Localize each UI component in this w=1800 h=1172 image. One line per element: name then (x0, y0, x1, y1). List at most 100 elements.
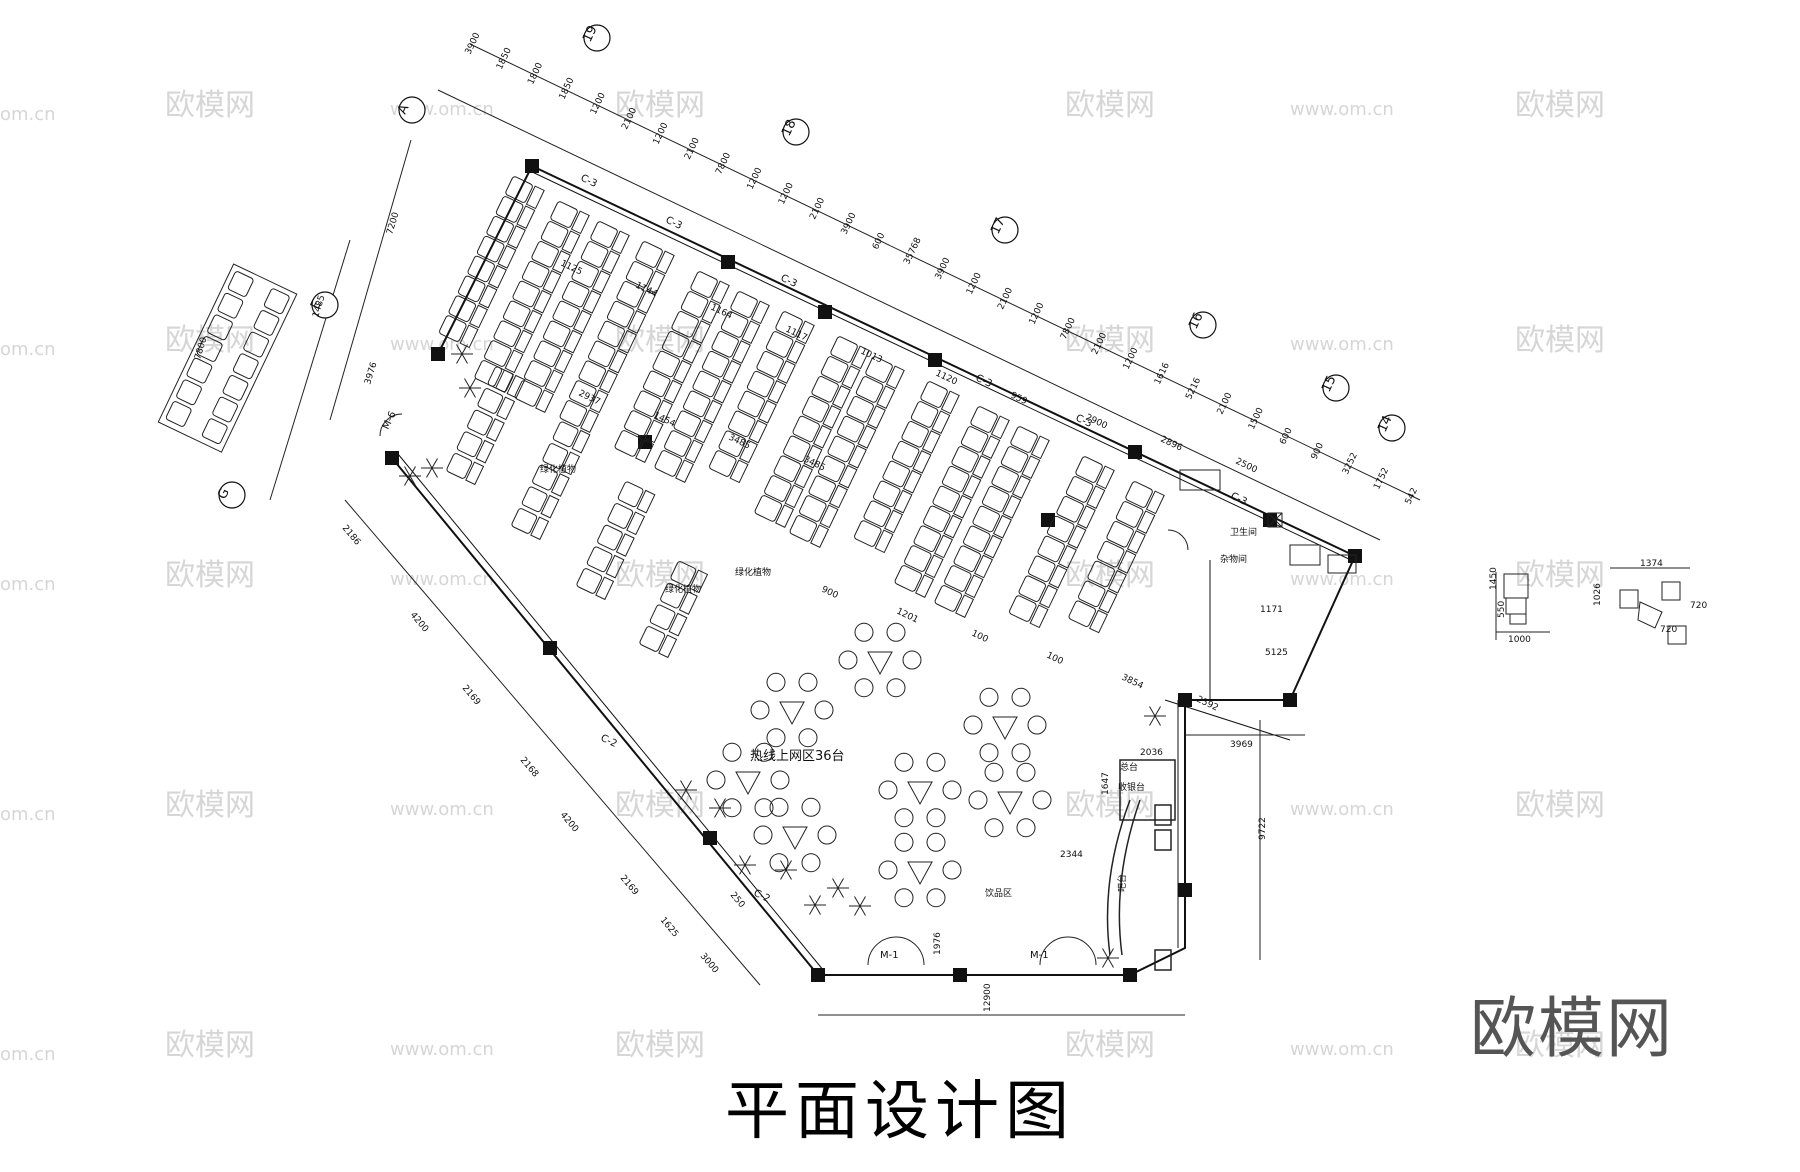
desk-segment (924, 554, 944, 579)
pod-chair (942, 780, 962, 800)
plant-leaf (785, 869, 792, 880)
interior-dimension: 3485 (802, 455, 827, 474)
watermark-text: www.om.cn (1290, 1039, 1394, 1060)
office-chair (561, 280, 590, 308)
office-chair (569, 380, 597, 407)
grid-bubble-label: 17 (988, 215, 1009, 236)
desk-segment (1117, 550, 1137, 574)
watermark-text: 欧模网 (615, 88, 705, 123)
desk-segment (535, 389, 555, 414)
pod-chair (838, 650, 858, 670)
office-chair (673, 410, 702, 437)
desk-segment (1107, 569, 1127, 594)
pod-chair (769, 797, 789, 817)
pod-chair (894, 808, 914, 828)
watermark-text: www.om.cn (390, 1039, 494, 1060)
office-chair (1096, 540, 1125, 568)
desk-segment (931, 410, 951, 435)
grid-bubble: 14 (1375, 413, 1406, 442)
pod-table (867, 651, 893, 676)
office-chair (1010, 426, 1038, 453)
desk-segment (874, 529, 894, 554)
office-chair (232, 353, 259, 380)
door-window-tag: C-2 (599, 733, 619, 750)
office-chair (846, 396, 874, 423)
plant-symbol (849, 896, 871, 916)
desk-segment (694, 419, 714, 444)
office-chair (944, 565, 972, 592)
pod-chair (769, 853, 789, 873)
desk-segment (884, 509, 904, 534)
interior-dimension: 1171 (1260, 605, 1283, 615)
office-chair (1009, 595, 1037, 622)
desk-segment (672, 359, 692, 384)
office-chair (904, 545, 932, 572)
desk-segment (485, 418, 505, 442)
legend-dimension: 1000 (1508, 635, 1531, 645)
desk-segment (655, 250, 675, 275)
desk-segment (1029, 604, 1049, 629)
office-chair (511, 508, 538, 534)
watermark-text: 欧模网 (1515, 88, 1605, 123)
top-dimension: 1752 (1372, 466, 1391, 491)
plant-leaf (854, 905, 861, 916)
desk-row (439, 176, 545, 349)
plant-leaf (461, 353, 468, 364)
plan-dimension: 2036 (1140, 748, 1163, 758)
office-chair (606, 300, 635, 328)
office-chair (476, 235, 505, 263)
desk-segment (795, 320, 815, 345)
pod-chair (854, 678, 874, 698)
desk-segment (542, 270, 562, 294)
office-chair (456, 431, 483, 458)
office-chair (227, 271, 254, 297)
top-dimension: 2100 (996, 286, 1015, 311)
office-chair (1065, 476, 1094, 503)
desk-segment (767, 380, 787, 404)
plant-leaf (680, 780, 687, 791)
desk-segment (646, 270, 666, 295)
office-chair (789, 515, 818, 542)
office-chair (690, 271, 718, 298)
office-chair (718, 430, 747, 457)
desk-segment (974, 554, 994, 579)
round-pod (878, 752, 962, 828)
desk-segment (831, 385, 851, 409)
plant-leaf (404, 475, 411, 486)
office-chair (660, 582, 686, 609)
desk-segment (748, 419, 768, 444)
desk-segment (571, 429, 591, 454)
left-dimension: 4200 (558, 811, 581, 835)
plant-leaf (456, 344, 463, 355)
desk-segment (1086, 485, 1106, 510)
desk-segment (532, 289, 552, 314)
office-chair (737, 390, 765, 418)
pod-chair (894, 888, 914, 908)
desk-segment (786, 340, 806, 365)
door-window-tag: C-2 (752, 888, 772, 905)
plant-symbol (675, 780, 697, 800)
watermark-text: 欧模网 (1065, 88, 1155, 123)
desk-segment (561, 230, 581, 255)
desk-segment (599, 369, 619, 394)
pod-chair (984, 818, 1004, 838)
plant-leaf (409, 475, 416, 486)
pod-chair (770, 770, 790, 790)
interior-dimension: 5125 (1265, 648, 1288, 658)
desk-segment (866, 405, 886, 429)
desk-segment (940, 390, 960, 415)
desk-segment (595, 576, 615, 601)
office-chair (799, 495, 827, 522)
office-chair (212, 396, 238, 423)
office-chair (540, 221, 569, 248)
legend-details (1495, 567, 1690, 645)
grid-bubble: 18 (779, 117, 810, 146)
pod-chair (754, 798, 774, 818)
watermark-text: 欧模网 (1065, 1028, 1155, 1063)
interior-dimension: 3854 (1120, 673, 1145, 692)
pod-chair (984, 762, 1004, 782)
office-chair (176, 379, 202, 406)
desk-segment (516, 205, 536, 230)
office-chair (913, 525, 942, 552)
desk-segment (741, 320, 761, 345)
